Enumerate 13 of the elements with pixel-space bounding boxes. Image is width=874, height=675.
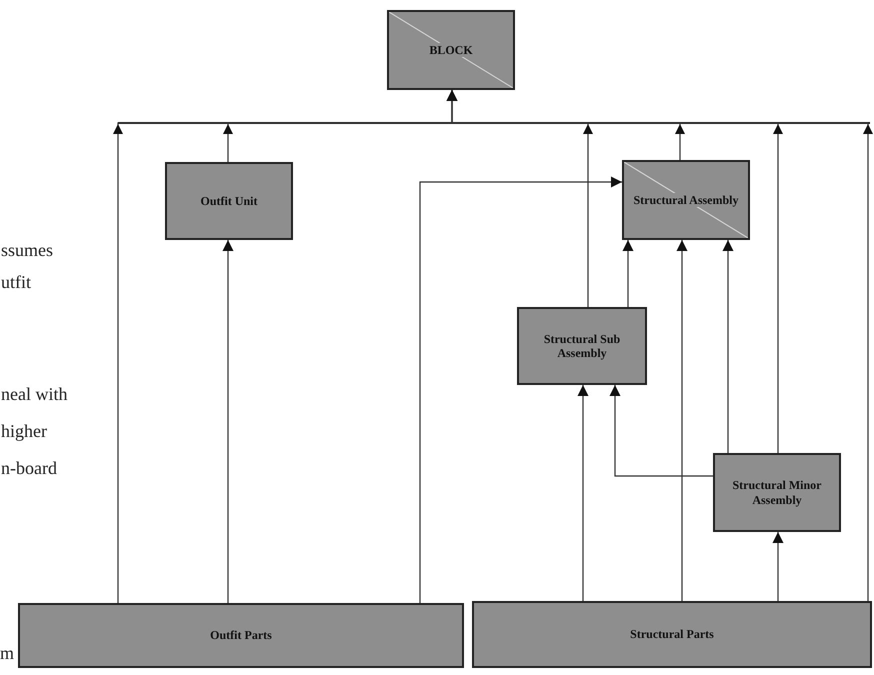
parts-bar <box>18 603 464 668</box>
process-box <box>713 453 841 532</box>
process-box <box>165 162 293 240</box>
parts-bar <box>472 601 872 668</box>
process-box <box>622 160 750 240</box>
cut-off-text: higher <box>1 421 47 442</box>
cut-off-text: ssumes <box>1 240 54 261</box>
process-box <box>387 10 515 90</box>
process-box <box>517 307 647 385</box>
cut-off-text: n-board <box>1 458 57 479</box>
cut-off-text: m <box>0 643 14 664</box>
cut-off-text: neal with <box>1 384 68 405</box>
cut-off-text: utfit <box>1 272 31 293</box>
